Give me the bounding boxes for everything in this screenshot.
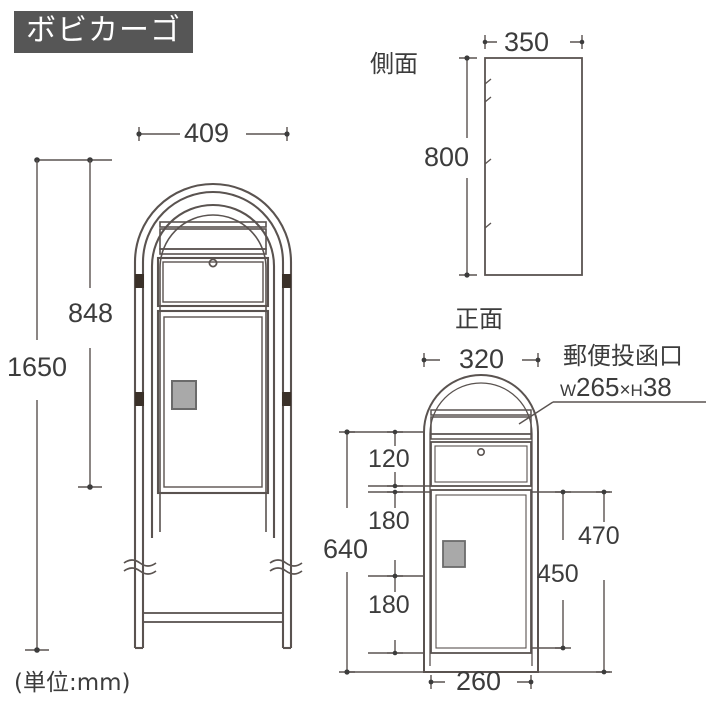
dim-350-dot-left: [482, 39, 488, 45]
dim-800-dot-top: [464, 55, 470, 61]
dim-640-dot-top: [344, 429, 350, 435]
dim-label-800: 800: [424, 142, 470, 172]
side-view-edge-ticks: [484, 78, 492, 229]
dim-640-dot-bottom: [344, 669, 350, 675]
dim-260-dot-left: [428, 679, 434, 685]
dim-label-848: 848: [68, 298, 114, 328]
dim-120-dot-bottom: [392, 483, 398, 489]
front-door-inner: [435, 494, 527, 649]
main-mount-block-right-lower: [282, 392, 291, 406]
side-view-body-rect: [484, 57, 583, 276]
front-lock-keyhole: [476, 447, 485, 456]
dim-label-180-lower: 180: [368, 591, 410, 619]
main-lock-keyhole: [208, 258, 218, 268]
dim-label-260: 260: [456, 666, 502, 696]
dim-800-dot-bottom: [464, 272, 470, 278]
dim-label-470: 470: [578, 522, 620, 550]
unit-note: (単位:mm): [14, 670, 131, 696]
callout-times-symbol: ×: [619, 380, 631, 401]
main-face-panel-inner: [162, 261, 264, 303]
front-door-outer: [430, 489, 532, 654]
main-dimensions: [25, 127, 290, 653]
front-shell-outline: [423, 374, 539, 673]
main-outer-frame-inner-line: [141, 190, 285, 648]
dim-470-dot-bottom: [601, 669, 607, 675]
front-mail-slot-opening: [430, 416, 532, 435]
dim-848-dot-bottom: [87, 484, 93, 490]
callout-width-value: 265: [576, 372, 620, 402]
side-view-drawing: [484, 57, 583, 276]
dim-label-1650: 1650: [7, 352, 68, 382]
main-door-handle: [171, 380, 197, 410]
main-face-panel-outer: [156, 256, 270, 308]
dim-label-350: 350: [504, 27, 550, 57]
dim-label-180-upper: 180: [368, 507, 410, 535]
callout-leader-line: [518, 401, 554, 425]
front-face-panel-outer: [430, 441, 532, 487]
front-callout-leader: [518, 401, 706, 425]
dim-180-upper-dot-top: [392, 489, 398, 495]
side-view-dimensions: [459, 35, 585, 278]
dim-120-dot-top: [392, 429, 398, 435]
main-mail-slot-bottom-band: [159, 248, 267, 255]
front-view-drawing: [423, 374, 539, 673]
main-door-inner: [163, 316, 263, 488]
front-shell-inner-line: [429, 382, 533, 666]
view-label-front: 正面: [455, 305, 503, 333]
callout-mail-slot-size: W265×H38: [560, 374, 672, 400]
front-door-handle: [442, 540, 466, 568]
front-mail-slot-top-band: [430, 409, 532, 416]
main-leg-break-marks: [123, 559, 303, 575]
dim-320-dot-left: [421, 357, 427, 363]
front-view-dimensions: [339, 353, 612, 689]
dim-label-320: 320: [459, 344, 505, 374]
dim-450-dot-top: [560, 489, 566, 495]
callout-mail-slot-title: 郵便投函口: [563, 342, 683, 370]
dim-260-dot-right: [528, 679, 534, 685]
front-mail-slot-bottom-band: [430, 433, 532, 440]
dim-350-dot-right: [579, 39, 585, 45]
front-face-panel-inner: [434, 445, 528, 483]
callout-width-prefix: W: [560, 381, 577, 400]
view-label-side: 側面: [370, 50, 418, 78]
main-body-shell-outline: [150, 203, 276, 538]
main-mail-slot-top-band: [159, 221, 267, 228]
callout-height-prefix: H: [630, 381, 643, 400]
dim-409-dot-right: [284, 131, 290, 137]
main-mail-slot-opening: [159, 228, 267, 250]
dim-label-640: 640: [323, 534, 369, 564]
main-outer-frame-outline: [133, 182, 293, 648]
dim-450-dot-bottom: [560, 645, 566, 651]
main-mount-block-left-lower: [135, 392, 144, 406]
dim-470-dot-top: [601, 489, 607, 495]
dim-label-450: 450: [537, 560, 579, 588]
dim-label-120: 120: [368, 445, 410, 473]
main-mount-block-right-upper: [282, 274, 291, 288]
dim-180-lower-dot-bottom: [392, 650, 398, 656]
dim-180-lower-dot-top: [392, 573, 398, 579]
main-elevation-drawing: [123, 182, 303, 650]
main-door-outer: [156, 309, 270, 495]
dim-1650-dot-bottom: [34, 647, 40, 653]
page-title: ボビカーゴ: [14, 11, 193, 53]
callout-height-value: 38: [642, 372, 672, 402]
dim-label-409: 409: [184, 118, 230, 148]
main-mount-block-left-upper: [135, 274, 144, 288]
dim-320-dot-right: [535, 357, 541, 363]
main-bottom-crossbar: [142, 612, 284, 623]
dim-409-dot-left: [136, 131, 142, 137]
